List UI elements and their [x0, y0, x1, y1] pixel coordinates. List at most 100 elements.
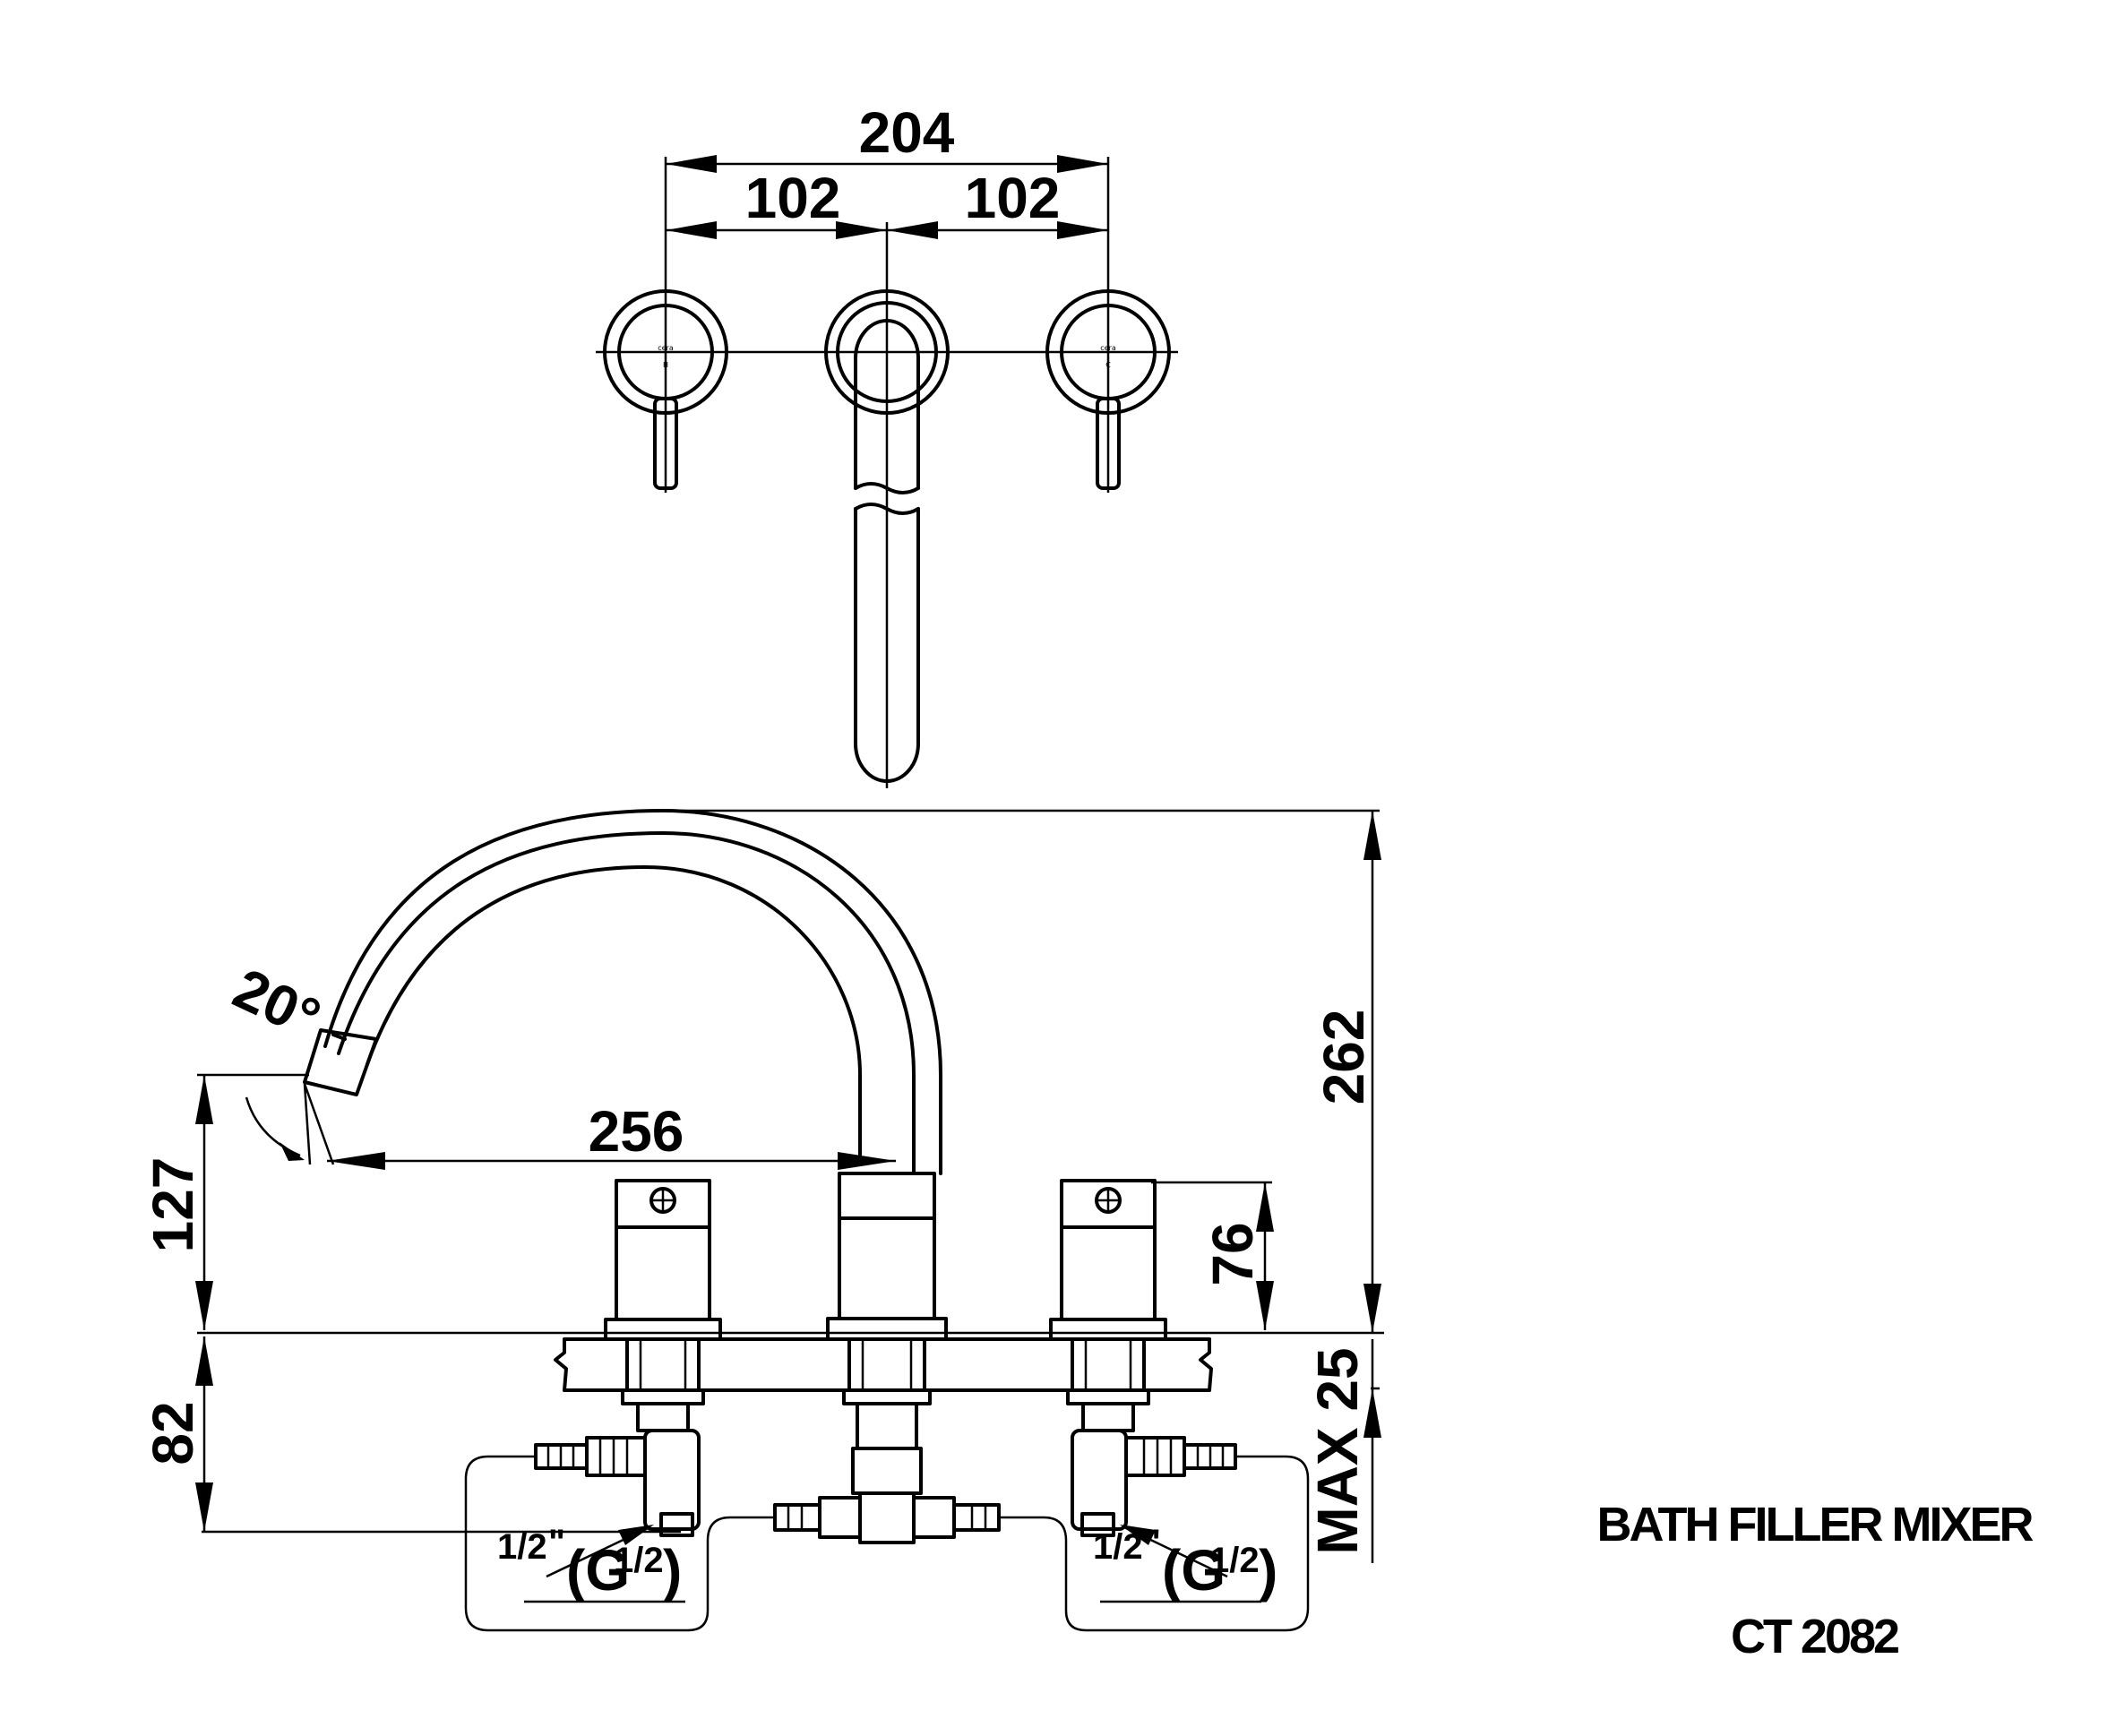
right-elbow — [1071, 1429, 1128, 1531]
right-inlet-nut — [1080, 1512, 1115, 1537]
spout-tee-left-connector — [818, 1496, 862, 1539]
dim-76: 76 — [1200, 1222, 1265, 1285]
right-handle-top: cera C — [1045, 289, 1171, 490]
arrow-262-top — [1363, 811, 1381, 860]
left-handle-nut — [621, 1388, 705, 1405]
left-inlet-nut — [659, 1512, 694, 1537]
spout-shank — [847, 1337, 926, 1392]
arrow-256-right — [838, 1152, 896, 1170]
arrow-102-right-a — [887, 221, 938, 239]
right-connection-label: 1/2 " (G 1/2 ) — [1093, 1523, 1277, 1603]
left-handle-side — [511, 1179, 722, 1537]
angle-arrow — [280, 1142, 305, 1161]
arrow-102-right-b — [1057, 221, 1108, 239]
right-handle-outer-ring — [1045, 289, 1171, 415]
left-thread-size: 1/2 — [614, 1541, 664, 1580]
right-handle-nut — [1066, 1388, 1150, 1405]
spout-outlet-seam — [331, 1033, 347, 1041]
spout-flange-outer — [824, 289, 950, 415]
spout-tee-right-connector — [912, 1496, 956, 1539]
spout-body — [838, 1172, 936, 1320]
right-thread-close: ) — [1259, 1538, 1277, 1603]
left-connector — [585, 1436, 647, 1477]
side-view: 20° 256 127 82 262 76 — [141, 809, 1384, 1632]
spout-flange-inner — [836, 301, 938, 403]
spout-top — [824, 289, 950, 783]
left-handle-outer-ring — [603, 289, 728, 415]
right-connector — [1124, 1436, 1186, 1477]
right-handle-brand: cera — [1100, 344, 1116, 352]
right-thread-prefix: (G — [1162, 1538, 1226, 1603]
arrow-82-top — [195, 1336, 213, 1386]
spout-stem — [856, 1402, 918, 1450]
left-elbow — [643, 1429, 701, 1531]
deck-slab-break-right — [1199, 1337, 1213, 1392]
right-handle-mark: C — [1105, 361, 1111, 369]
spout-right-fitting — [952, 1503, 1001, 1532]
left-hose — [464, 1455, 775, 1632]
left-leader-arrow — [618, 1525, 654, 1545]
product-code: CT 2082 — [1731, 1610, 1898, 1663]
spout-tube-upper — [854, 319, 920, 490]
angle-arc — [245, 1096, 301, 1157]
spout-left-fitting — [773, 1503, 821, 1532]
dim-127: 127 — [141, 1157, 205, 1253]
right-handle-stem — [1081, 1402, 1135, 1432]
left-frac-numerator: 1/2 — [497, 1527, 547, 1567]
spout-nut — [842, 1388, 932, 1405]
deck-slab — [554, 1337, 1213, 1392]
arrow-204-left — [666, 155, 717, 173]
left-handle-brand: cera — [658, 344, 674, 352]
arrow-127-top — [195, 1075, 213, 1124]
spout-tube-lower — [854, 507, 920, 783]
spout-arc-middle — [337, 831, 916, 1175]
right-inch-mark: " — [1144, 1523, 1161, 1562]
dim-20-degrees: 20° — [224, 956, 330, 1051]
angle-ref-line-b — [303, 1083, 335, 1165]
left-handle-base — [604, 1318, 722, 1341]
spout-body-side — [773, 1172, 1001, 1544]
left-thread-close: ) — [663, 1538, 682, 1603]
spout-break-lower — [854, 503, 920, 515]
left-handle-lever — [653, 397, 678, 490]
dim-102-left: 102 — [745, 166, 841, 230]
arrow-102-left-b — [836, 221, 887, 239]
right-hose — [999, 1455, 1310, 1632]
left-handle-top: cera H — [603, 289, 728, 490]
product-name: BATH FILLER MIXER — [1597, 1498, 2034, 1551]
title-block: BATH FILLER MIXER CT 2082 — [1597, 1498, 2036, 1663]
top-view: 204 102 102 cera H — [596, 100, 1178, 788]
left-connection-label: 1/2 " (G 1/2 ) — [497, 1523, 685, 1603]
left-inch-mark: " — [548, 1523, 565, 1562]
right-handle-base — [1049, 1318, 1167, 1341]
left-handle-shank — [625, 1337, 701, 1392]
dim-max25: MAX 25 — [1305, 1347, 1370, 1554]
deck-slab-break-left — [554, 1337, 568, 1392]
dim-256: 256 — [589, 1099, 684, 1164]
arrow-max25 — [1363, 1388, 1381, 1438]
right-leader-arrow — [1120, 1525, 1156, 1545]
arrow-102-left-a — [666, 221, 717, 239]
arrow-82-bottom — [195, 1482, 213, 1532]
right-handle-shank — [1071, 1337, 1146, 1392]
dim-204: 204 — [859, 100, 955, 165]
dim-262: 262 — [1312, 1010, 1376, 1105]
left-handle-mark: H — [663, 361, 668, 369]
dim-102-right: 102 — [965, 166, 1061, 230]
spout-tee-lower — [858, 1491, 916, 1544]
spout-base — [826, 1317, 948, 1341]
right-frac-numerator: 1/2 — [1093, 1527, 1143, 1567]
dim-82: 82 — [141, 1401, 205, 1465]
left-handle-stem — [636, 1402, 690, 1432]
arrow-204-right — [1057, 155, 1108, 173]
right-thread-size: 1/2 — [1209, 1541, 1260, 1580]
arrow-76-bottom — [1256, 1281, 1274, 1330]
angle-ref-line-a — [303, 1083, 312, 1165]
right-handle-side — [1049, 1179, 1263, 1537]
arrow-76-top — [1256, 1182, 1274, 1232]
spout-arc-inner — [366, 865, 862, 1166]
left-thread-prefix: (G — [566, 1538, 630, 1603]
arrow-256-left — [327, 1152, 385, 1170]
spout-break-upper — [854, 482, 920, 494]
